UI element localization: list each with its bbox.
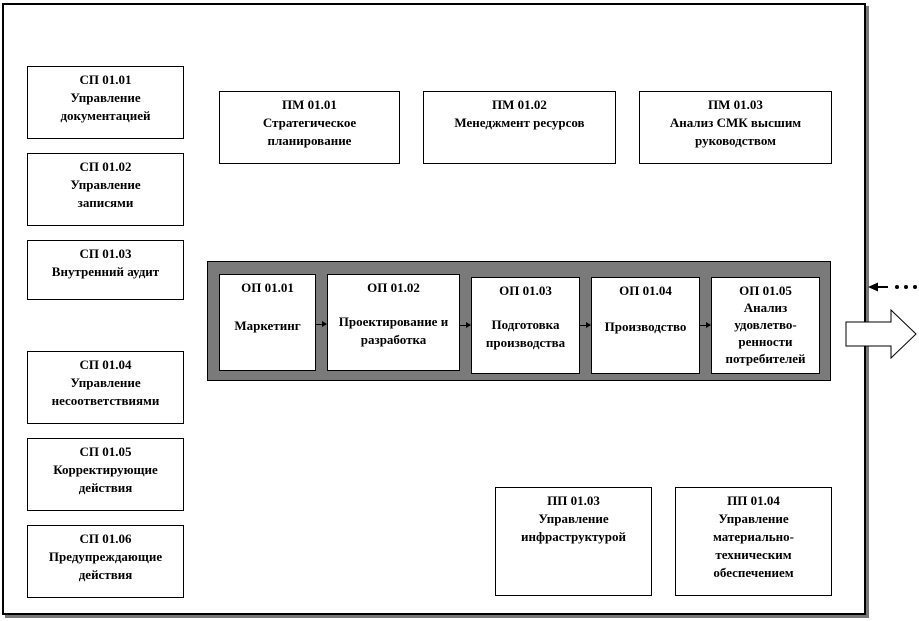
pp-01-04-box: ПП 01.04 Управление материально-техничес… [675,487,832,596]
flow-arrow [700,322,711,328]
op-title: Подготовка производства [485,317,566,350]
pm-code: ПМ 01.02 [492,97,547,112]
sp-01-04-box: СП 01.04 Управление несоответствиями [27,351,184,424]
sp-code: СП 01.05 [79,444,132,459]
op-01-02-box: ОП 01.02 Проектирование и разработка [327,274,460,371]
sp-code: СП 01.04 [79,357,132,372]
op-title: Маркетинг [234,318,301,333]
pp-code: ПП 01.03 [547,493,600,508]
pm-title: Менеджмент ресурсов [454,115,585,130]
sp-01-06-box: СП 01.06 Предупреждающие действия [27,525,184,598]
pp-title: Управление инфраструктурой [520,511,626,544]
op-code: ОП 01.05 [739,283,792,298]
output-arrow [845,309,917,359]
op-code: ОП 01.03 [499,283,552,298]
pm-01-02-box: ПМ 01.02 Менеджмент ресурсов [423,91,616,164]
sp-code: СП 01.01 [79,72,132,87]
sp-01-02-box: СП 01.02 Управление записями [27,153,184,226]
op-01-04-box: ОП 01.04 Производство [591,277,700,374]
sp-title: Управление записями [70,177,141,210]
sp-title: Корректирующие действия [53,462,158,495]
sp-code: СП 01.03 [79,246,132,261]
sp-title: Внутренний аудит [51,264,160,279]
flow-arrow [316,321,327,327]
sp-code: СП 01.02 [79,159,132,174]
pm-code: ПМ 01.01 [282,97,337,112]
flow-arrow [580,322,591,328]
op-code: ОП 01.04 [619,283,672,298]
pp-01-03-box: ПП 01.03 Управление инфраструктурой [495,487,652,596]
pm-title: Анализ СМК высшим руководством [669,115,802,148]
op-01-05-box: ОП 01.05 Анализ удовлетво-ренности потре… [711,277,820,374]
sp-01-05-box: СП 01.05 Корректирующие действия [27,438,184,511]
op-code: ОП 01.01 [241,280,294,295]
pm-title: Стратегическое планирование [262,115,357,148]
op-code: ОП 01.02 [367,280,420,295]
sp-code: СП 01.06 [79,531,132,546]
sp-title: Предупреждающие действия [48,549,163,582]
sp-title: Управление документацией [60,90,151,123]
pm-01-03-box: ПМ 01.03 Анализ СМК высшим руководством [639,91,832,164]
op-title: Проектирование и разработка [338,314,449,347]
flow-arrow [460,322,471,328]
sp-title: Управление несоответствиями [51,375,160,408]
op-01-01-box: ОП 01.01 Маркетинг [219,274,316,371]
op-title: Анализ удовлетво-ренности потребителей [725,300,806,366]
pm-01-01-box: ПМ 01.01 Стратегическое планирование [219,91,400,164]
op-title: Производство [604,319,687,334]
sp-01-01-box: СП 01.01 Управление документацией [27,66,184,139]
pp-title: Управление материально-техническим обесп… [713,511,794,580]
pm-code: ПМ 01.03 [708,97,763,112]
pp-code: ПП 01.04 [727,493,780,508]
op-01-03-box: ОП 01.03 Подготовка производства [471,277,580,374]
sp-01-03-box: СП 01.03 Внутренний аудит [27,240,184,300]
input-dotted-arrow [868,282,917,292]
